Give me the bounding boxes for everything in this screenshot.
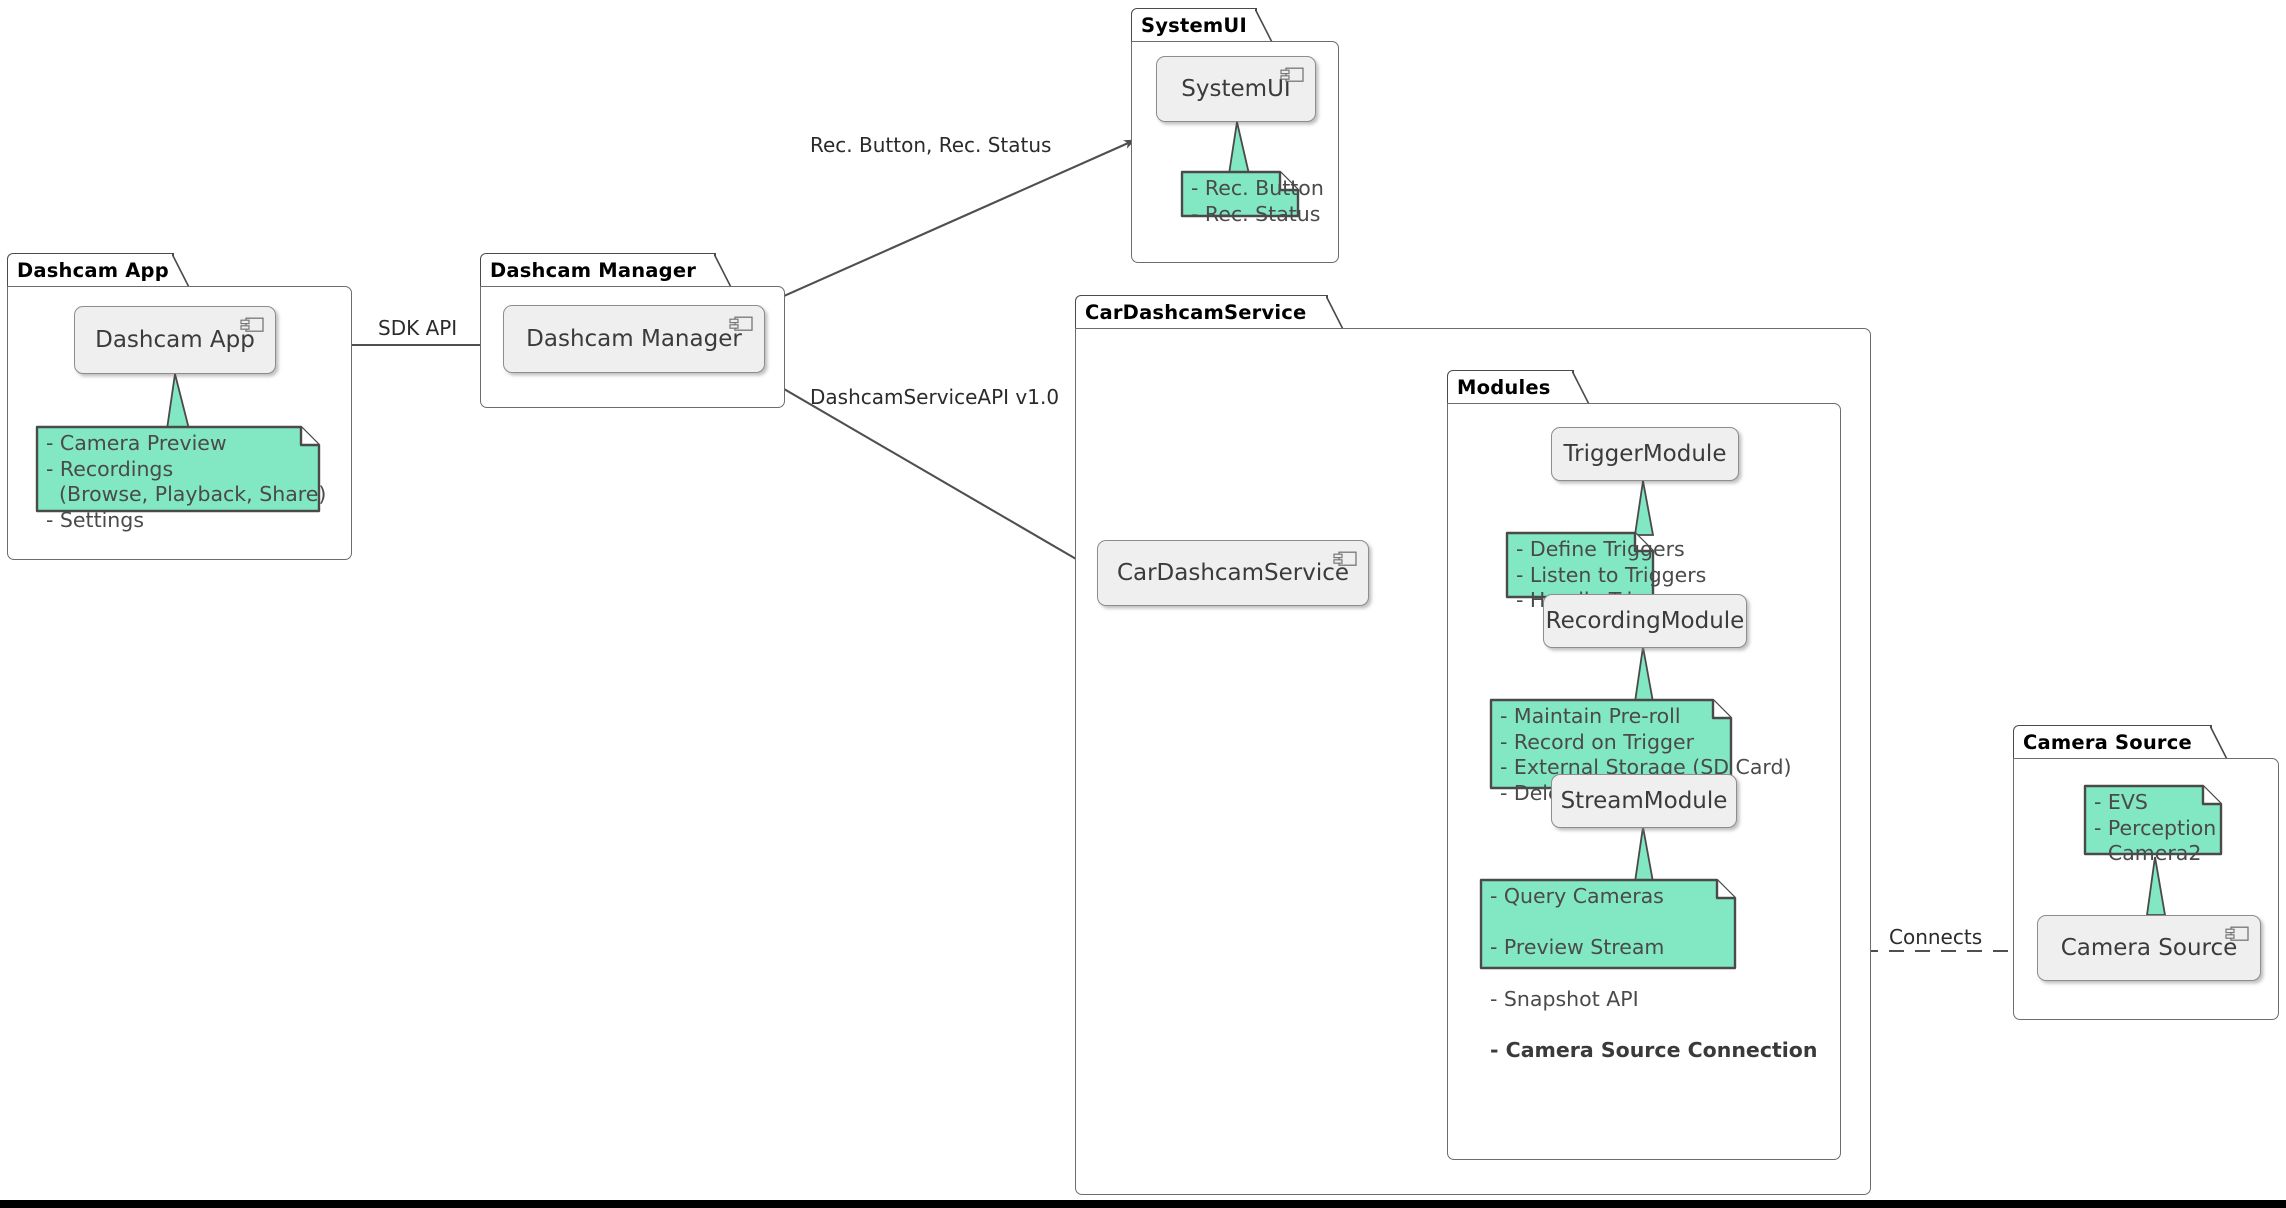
component-stream-module[interactable]: StreamModule xyxy=(1551,774,1737,828)
package-tab-dashcam-manager: Dashcam Manager xyxy=(480,253,732,288)
package-camera-source: Camera Source - EVS - Perception - Camer… xyxy=(2013,725,2279,1020)
component-systemui[interactable]: SystemUI xyxy=(1156,56,1316,122)
component-recording-module[interactable]: RecordingModule xyxy=(1543,594,1747,648)
edge-rec-button-status xyxy=(729,139,1136,321)
component-camera-source[interactable]: Camera Source xyxy=(2037,915,2261,981)
bottom-bar xyxy=(0,1200,2286,1208)
package-tab-cardashcamservice: CarDashcamService xyxy=(1075,295,1344,330)
edge-label-rec-button-status: Rec. Button, Rec. Status xyxy=(810,133,1052,157)
package-tab-cut-icon xyxy=(1572,370,1590,405)
component-stereotype-icon xyxy=(2225,926,2249,941)
component-label-camera-source: Camera Source xyxy=(2060,935,2238,961)
package-modules: Modules TriggerModule xyxy=(1447,370,1841,1160)
package-tab-systemui: SystemUI xyxy=(1131,8,1273,43)
note-shape xyxy=(1487,696,1735,792)
package-label-systemui: SystemUI xyxy=(1141,13,1247,37)
package-tab-cut-icon xyxy=(172,253,190,288)
component-label-cardashcamservice: CarDashcamService xyxy=(1116,560,1350,586)
edge-label-sdk-api: SDK API xyxy=(378,316,458,340)
note-systemui: - Rec. Button - Rec. Status xyxy=(1178,168,1324,226)
edge-dashcam-service-api xyxy=(759,374,1096,571)
note-shape xyxy=(1503,529,1657,601)
package-tab-cut-icon xyxy=(1326,295,1344,330)
note-line-preview-stream: - Preview Stream xyxy=(1490,935,1665,960)
package-dashcam-app: Dashcam App Dashcam App - Camera xyxy=(7,253,352,560)
note-text-stream-module: - Query Cameras - Preview Stream - Snaps… xyxy=(1490,884,1818,1064)
component-trigger-module[interactable]: TriggerModule xyxy=(1551,427,1739,481)
note-trigger-module: - Define Triggers - Listen to Triggers -… xyxy=(1503,529,1706,612)
component-label-recording-module: RecordingModule xyxy=(1545,608,1745,634)
package-tab-cut-icon xyxy=(714,253,732,288)
note-text-camera-source: - EVS - Perception - Camera2 xyxy=(2094,790,2217,866)
package-cardashcamservice: CarDashcamService CarDashcamService Modu… xyxy=(1075,295,1871,1195)
note-shape xyxy=(33,423,323,515)
component-stereotype-icon xyxy=(1333,551,1357,566)
note-dashcam-app: - Camera Preview - Recordings (Browse, P… xyxy=(33,423,326,532)
package-tab-cut-icon xyxy=(1255,8,1273,43)
note-line-camera-source-connection: - Camera Source Connection xyxy=(1490,1038,1818,1063)
component-stereotype-icon xyxy=(240,317,264,332)
edge-label-connects: Connects xyxy=(1889,925,1983,949)
component-label-systemui: SystemUI xyxy=(1181,76,1291,102)
note-text-systemui: - Rec. Button - Rec. Status xyxy=(1191,176,1324,226)
component-stereotype-icon xyxy=(1280,67,1304,82)
package-label-dashcam-app: Dashcam App xyxy=(17,258,169,282)
note-shape xyxy=(1477,876,1739,972)
package-label-camera-source: Camera Source xyxy=(2023,730,2192,754)
package-dashcam-manager: Dashcam Manager Dashcam Manager xyxy=(480,253,785,408)
component-dashcam-app[interactable]: Dashcam App xyxy=(74,306,276,374)
edge-label-dashcam-service-api: DashcamServiceAPI v1.0 xyxy=(810,385,1060,409)
component-label-stream-module: StreamModule xyxy=(1560,788,1728,814)
component-dashcam-manager[interactable]: Dashcam Manager xyxy=(503,305,765,373)
component-label-trigger-module: TriggerModule xyxy=(1563,441,1727,467)
note-text-dashcam-app: - Camera Preview - Recordings (Browse, P… xyxy=(46,431,327,533)
note-line-snapshot-api: - Snapshot API xyxy=(1490,986,1639,1011)
note-camera-source: - EVS - Perception - Camera2 xyxy=(2081,782,2225,865)
package-tab-camera-source: Camera Source xyxy=(2013,725,2228,760)
component-stereotype-icon xyxy=(729,316,753,331)
component-cardashcamservice[interactable]: CarDashcamService xyxy=(1097,540,1369,606)
package-label-modules: Modules xyxy=(1457,375,1551,399)
package-tab-dashcam-app: Dashcam App xyxy=(7,253,190,288)
note-shape xyxy=(1178,168,1302,220)
note-shape xyxy=(2081,782,2225,858)
package-label-cardashcamservice: CarDashcamService xyxy=(1085,300,1307,324)
package-systemui: SystemUI SystemUI - Rec. Button - Rec. xyxy=(1131,8,1339,263)
component-label-dashcam-app: Dashcam App xyxy=(95,327,255,353)
package-tab-modules: Modules xyxy=(1447,370,1590,405)
package-label-dashcam-manager: Dashcam Manager xyxy=(490,258,697,282)
component-label-dashcam-manager: Dashcam Manager xyxy=(526,326,742,352)
note-line-query-cameras: - Query Cameras xyxy=(1490,884,1664,908)
package-tab-cut-icon xyxy=(2210,725,2228,760)
note-stream-module: - Query Cameras - Preview Stream - Snaps… xyxy=(1477,876,1818,1062)
